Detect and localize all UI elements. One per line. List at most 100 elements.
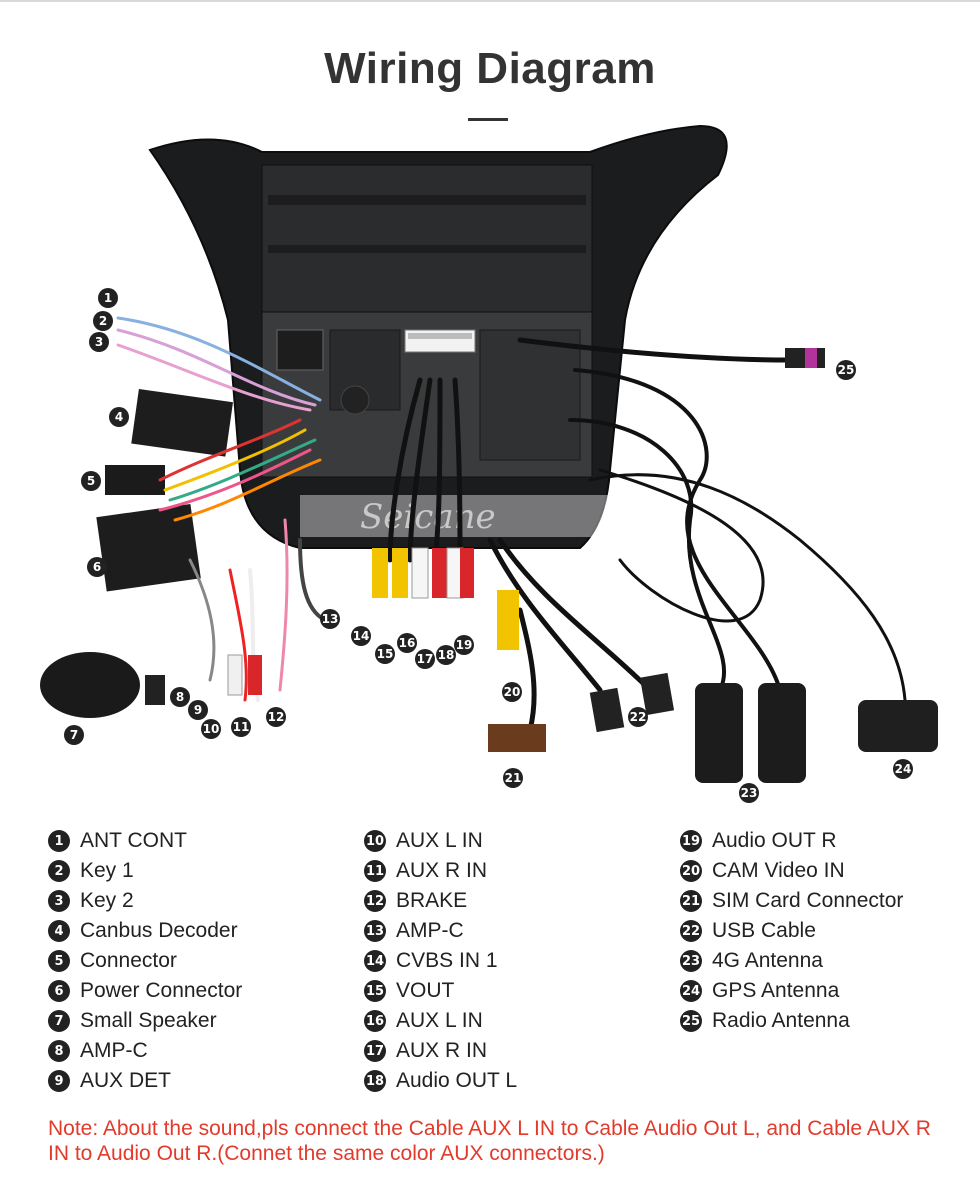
legend-item: 19 Audio OUT R [680,826,903,856]
svg-text:25: 25 [838,363,855,377]
legend-number: 17 [364,1040,386,1062]
callout-17 [415,649,435,669]
legend-number: 19 [680,830,702,852]
legend-number: 21 [680,890,702,912]
legend-number: 11 [364,860,386,882]
svg-text:5: 5 [87,474,95,488]
svg-text:4: 4 [115,410,123,424]
svg-text:23: 23 [741,786,758,800]
top-divider [0,0,980,2]
legend-label: AUX R IN [396,859,488,882]
callout-11 [231,717,251,737]
svg-text:22: 22 [630,710,647,724]
legend-number: 15 [364,980,386,1002]
legend-label: CVBS IN 1 [396,949,498,972]
legend-label: Small Speaker [80,1009,217,1032]
legend-number: 2 [48,860,70,882]
svg-text:15: 15 [377,647,394,661]
svg-text:16: 16 [399,636,416,650]
wiring-photo: Seicane [40,124,938,803]
4g-antenna-right [758,683,806,783]
legend-number: 23 [680,950,702,972]
legend-item: 2 Key 1 [48,856,242,886]
legend-number: 5 [48,950,70,972]
legend-label: SIM Card Connector [712,889,904,912]
svg-text:1: 1 [104,291,112,305]
legend-item: 12 BRAKE [364,886,517,916]
callout-2 [93,311,113,331]
svg-text:12: 12 [268,710,285,724]
legend-number: 4 [48,920,70,942]
legend-label: VOUT [396,979,455,1002]
svg-text:20: 20 [504,685,521,699]
callout-5 [81,471,101,491]
svg-text:17: 17 [417,652,434,666]
svg-text:9: 9 [194,703,202,717]
legend-number: 6 [48,980,70,1002]
legend-label: ANT CONT [80,829,187,852]
legend-number: 22 [680,920,702,942]
legend-number: 18 [364,1070,386,1092]
head-unit-back-panel [261,164,593,316]
svg-text:10: 10 [203,722,220,736]
callout-4 [109,407,129,427]
callout-15 [375,644,395,664]
watermark: Seicane [360,497,496,537]
svg-text:18: 18 [438,648,455,662]
callout-20 [502,682,522,702]
svg-text:13: 13 [322,612,339,626]
legend-number: 9 [48,1070,70,1092]
legend-item: 21 SIM Card Connector [680,886,903,916]
legend-number: 12 [364,890,386,912]
legend-label: 4G Antenna [712,949,823,972]
callout-13 [320,609,340,629]
title-underline [468,118,508,121]
legend-item: 23 4G Antenna [680,946,903,976]
legend-number: 13 [364,920,386,942]
svg-text:6: 6 [93,560,101,574]
callout-9 [188,700,208,720]
svg-text:7: 7 [70,728,78,742]
svg-text:14: 14 [353,629,370,643]
legend-label: USB Cable [712,919,816,942]
legend-label: Radio Antenna [712,1009,850,1032]
legend-number: 20 [680,860,702,882]
legend-label: AUX DET [80,1069,172,1092]
callout-12 [266,707,286,727]
legend-item: 15 VOUT [364,976,517,1006]
legend-number: 10 [364,830,386,852]
page-title: Wiring Diagram [324,44,656,93]
callout-14 [351,626,371,646]
callout-16 [397,633,417,653]
legend-number: 7 [48,1010,70,1032]
harness-plug [276,329,324,371]
small-speaker [40,652,140,718]
legend-label: Key 1 [80,859,134,882]
svg-text:24: 24 [895,762,912,776]
legend-label: Audio OUT R [712,829,837,852]
rca-plugs [227,547,519,696]
legend-item: 9 AUX DET [48,1066,242,1096]
legend-label: Key 2 [80,889,134,912]
legend-number: 24 [680,980,702,1002]
legend-label: AMP-C [396,919,464,942]
callout-3 [89,332,109,352]
legend-label: BRAKE [396,889,468,912]
callout-6 [87,557,107,577]
legend-number: 25 [680,1010,702,1032]
legend-label: AUX L IN [396,1009,483,1032]
callout-25 [836,360,856,380]
